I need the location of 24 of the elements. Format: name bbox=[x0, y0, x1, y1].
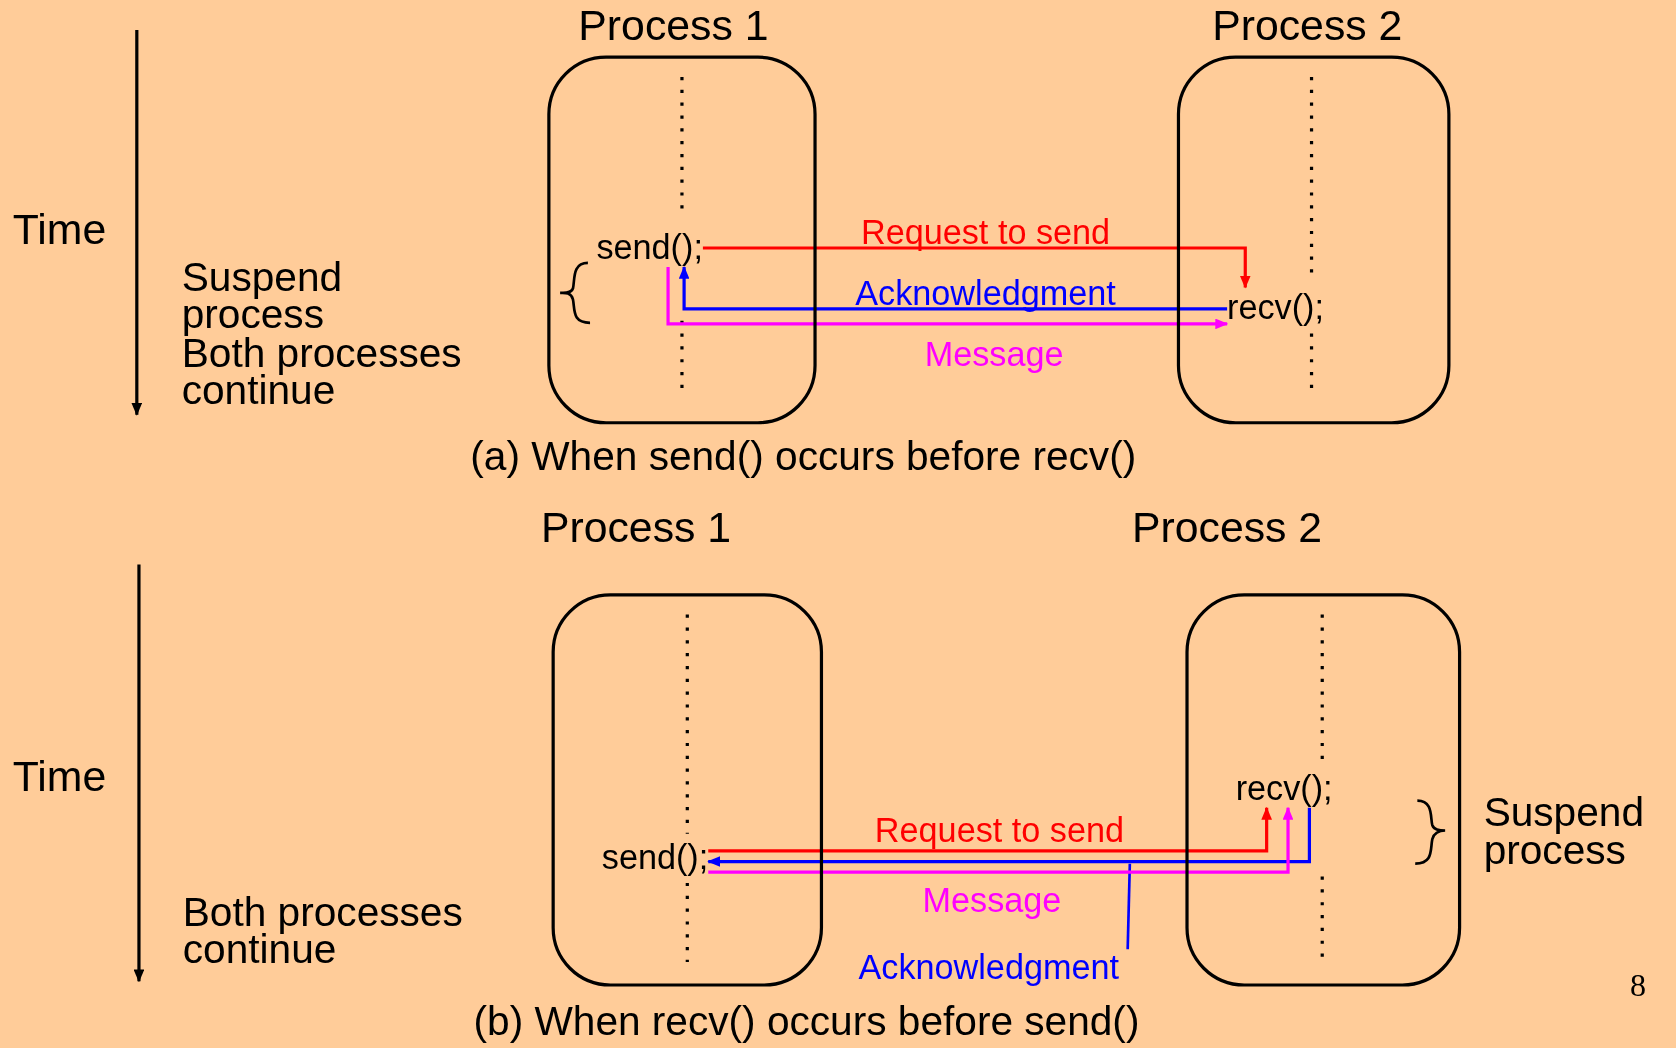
edge-label: Request to send bbox=[860, 213, 1111, 252]
process-heading: Process 1 bbox=[578, 3, 769, 46]
page-number: 8 bbox=[1630, 970, 1647, 1001]
edge-label: Acknowledgment bbox=[858, 949, 1119, 987]
arrow bbox=[678, 265, 1228, 311]
annotation-text: Both processes continue bbox=[182, 893, 464, 969]
process-heading: Process 2 bbox=[1212, 3, 1403, 46]
edge-label: Message bbox=[922, 881, 1062, 920]
arrow bbox=[666, 267, 1229, 330]
function-call: recv(); bbox=[1227, 287, 1324, 327]
edge-label: Request to send bbox=[874, 812, 1124, 850]
edge-label: Message bbox=[924, 335, 1064, 374]
figure-caption: (a) When send() occurs before recv() bbox=[470, 438, 1137, 476]
annotation-text: Suspend process bbox=[181, 258, 344, 334]
axis-label: Time bbox=[12, 209, 107, 249]
function-call: send(); bbox=[596, 227, 703, 267]
axis-label: Time bbox=[12, 756, 107, 797]
function-call: send(); bbox=[601, 838, 709, 878]
process-heading: Process 1 bbox=[540, 505, 732, 549]
edge-label: Acknowledgment bbox=[855, 274, 1116, 313]
arrow bbox=[708, 806, 1272, 853]
function-call: recv(); bbox=[1235, 768, 1333, 808]
process-heading: Process 2 bbox=[1132, 505, 1323, 549]
arrow bbox=[702, 246, 1251, 289]
